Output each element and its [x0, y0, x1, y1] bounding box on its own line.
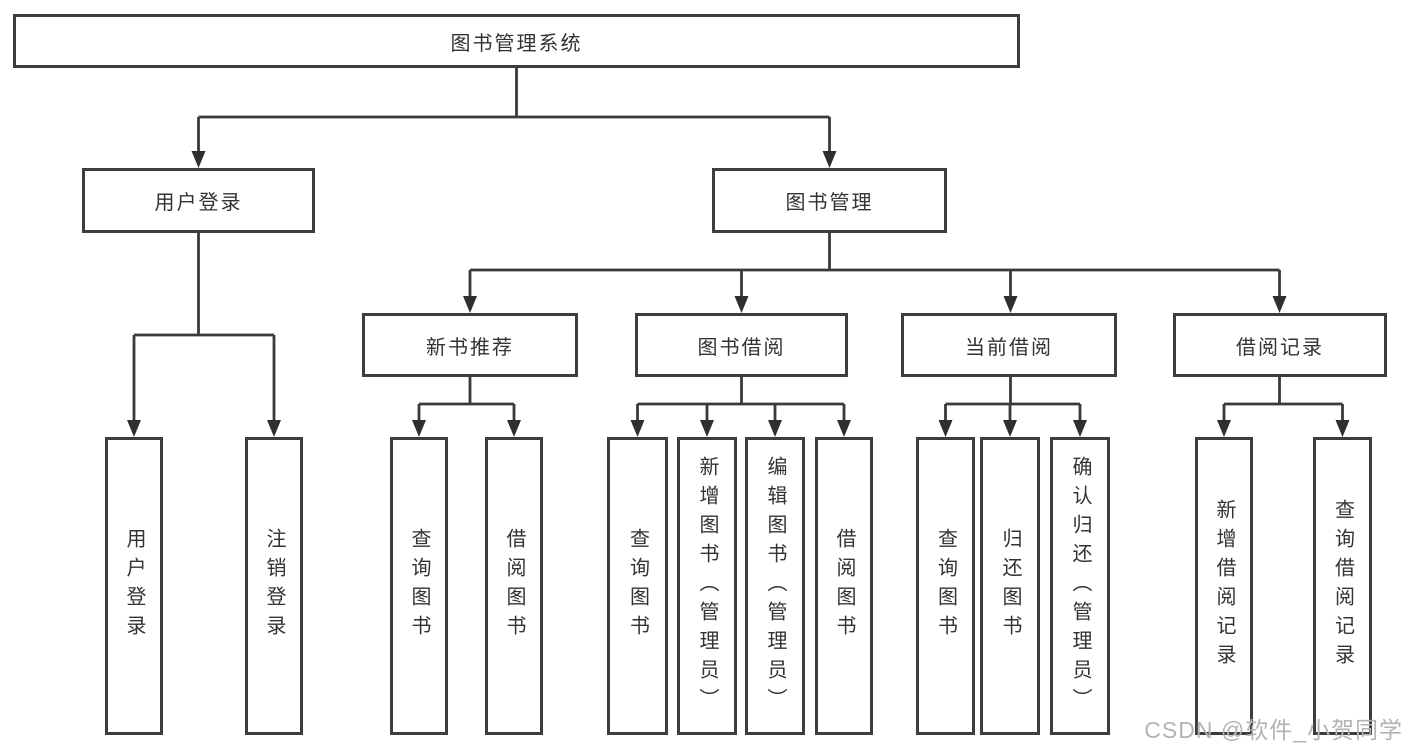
leaf-add-borrow-record: 新增借阅记录: [1195, 437, 1253, 735]
node-book-borrow-label: 图书借阅: [697, 336, 786, 359]
connector-borrow-record-children: [1217, 377, 1350, 437]
connector-book-mgmt-to-level3: [463, 233, 1287, 313]
leaf-query-book-recommend-label: 查询图书: [408, 528, 430, 644]
node-user-login-label: 用户登录: [154, 192, 243, 214]
leaf-query-book-recommend: 查询图书: [390, 437, 448, 735]
leaf-borrow-book-recommend: 借阅图书: [485, 437, 543, 735]
leaf-edit-book-admin: 编辑图书（管理员）: [745, 437, 805, 735]
leaf-borrow-book-recommend-label: 借阅图书: [503, 528, 525, 644]
connector-root-to-level2: [191, 68, 837, 168]
leaf-query-book-current: 查询图书: [916, 437, 975, 735]
leaf-add-book-admin: 新增图书（管理员）: [677, 437, 737, 735]
connector-user-login-children: [127, 233, 281, 437]
leaf-add-borrow-record-label: 新增借阅记录: [1213, 499, 1235, 673]
leaf-query-book-borrow: 查询图书: [607, 437, 668, 735]
connector-book-borrow-children: [630, 377, 851, 437]
node-new-book-recommend-label: 新书推荐: [426, 336, 514, 359]
node-book-borrow: 图书借阅: [635, 313, 848, 377]
connector-current-borrow-children: [938, 377, 1087, 437]
leaf-borrow-book: 借阅图书: [815, 437, 873, 735]
leaf-return-book-label: 归还图书: [999, 528, 1021, 644]
leaf-query-book-current-label: 查询图书: [934, 528, 957, 644]
leaf-borrow-book-label: 借阅图书: [833, 528, 855, 644]
leaf-add-book-admin-label: 新增图书（管理员）: [696, 455, 718, 717]
node-book-management-label: 图书管理: [785, 192, 874, 214]
node-user-login: 用户登录: [82, 168, 315, 233]
node-current-borrow-label: 当前借阅: [965, 336, 1053, 359]
leaf-edit-book-admin-label: 编辑图书（管理员）: [764, 455, 786, 717]
leaf-query-borrow-record-label: 查询借阅记录: [1331, 499, 1354, 673]
node-root-system: 图书管理系统: [13, 14, 1020, 68]
node-borrow-record: 借阅记录: [1173, 313, 1387, 377]
node-borrow-record-label: 借阅记录: [1236, 336, 1324, 359]
leaf-user-login: 用户登录: [105, 437, 163, 735]
node-new-book-recommend: 新书推荐: [362, 313, 578, 377]
leaf-return-book: 归还图书: [980, 437, 1040, 735]
leaf-logout-label: 注销登录: [263, 528, 285, 644]
connector-new-book-children: [412, 377, 521, 437]
leaf-confirm-return-admin: 确认归还（管理员）: [1050, 437, 1110, 735]
csdn-watermark: CSDN @软件_小贺同学: [1144, 717, 1403, 743]
leaf-query-book-borrow-label: 查询图书: [626, 528, 649, 644]
node-book-management: 图书管理: [712, 168, 947, 233]
leaf-logout: 注销登录: [245, 437, 303, 735]
leaf-confirm-return-admin-label: 确认归还（管理员）: [1069, 455, 1091, 717]
leaf-user-login-label: 用户登录: [123, 528, 145, 644]
node-current-borrow: 当前借阅: [901, 313, 1117, 377]
leaf-query-borrow-record: 查询借阅记录: [1313, 437, 1372, 735]
node-root-label: 图书管理系统: [450, 32, 583, 55]
